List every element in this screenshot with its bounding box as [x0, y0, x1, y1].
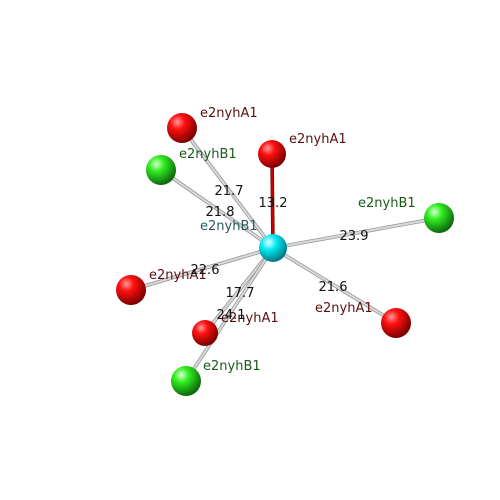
atom-label: e2nyhA1: [149, 268, 207, 283]
atom-red[interactable]: [381, 308, 411, 338]
bond: [184, 246, 275, 383]
distance-label: 24.1: [217, 308, 246, 323]
bond-highlight: [270, 152, 275, 250]
distance-label: 22.6: [191, 263, 220, 278]
atom-green[interactable]: [146, 155, 176, 185]
atom-label: e2nyhA1: [200, 106, 258, 121]
atom-label: e2nyhB1: [203, 359, 261, 374]
atom-label: e2nyhB1: [179, 147, 237, 162]
bond: [271, 216, 441, 250]
bond: [129, 246, 275, 292]
distance-label: 17.7: [226, 286, 255, 301]
labels-layer: e2nyhB1e2nyhA121.7e2nyhA113.2e2nyhB121.8…: [149, 106, 416, 374]
distance-label: 21.7: [215, 184, 244, 199]
atom-label: e2nyhA1: [315, 301, 373, 316]
center-atom[interactable]: [259, 234, 287, 262]
atom-green[interactable]: [171, 366, 201, 396]
atom-green[interactable]: [424, 203, 454, 233]
bond: [159, 168, 275, 250]
atom-red[interactable]: [192, 320, 218, 346]
distance-label: 21.6: [319, 280, 348, 295]
atom-label: e2nyhB1: [358, 196, 416, 211]
atom-red[interactable]: [167, 113, 197, 143]
atom-label: e2nyhA1: [221, 311, 279, 326]
distance-label: 13.2: [259, 196, 288, 211]
distance-label: 21.8: [206, 205, 235, 220]
atom-red[interactable]: [258, 140, 286, 168]
bond: [180, 126, 275, 250]
bond: [271, 246, 398, 325]
center-atom-label: e2nyhB1: [200, 219, 258, 234]
atom-red[interactable]: [116, 275, 146, 305]
atom-label: e2nyhA1: [289, 132, 347, 147]
distance-label: 23.9: [340, 229, 369, 244]
atoms-layer: [116, 113, 454, 396]
bonds-layer: [129, 126, 441, 383]
